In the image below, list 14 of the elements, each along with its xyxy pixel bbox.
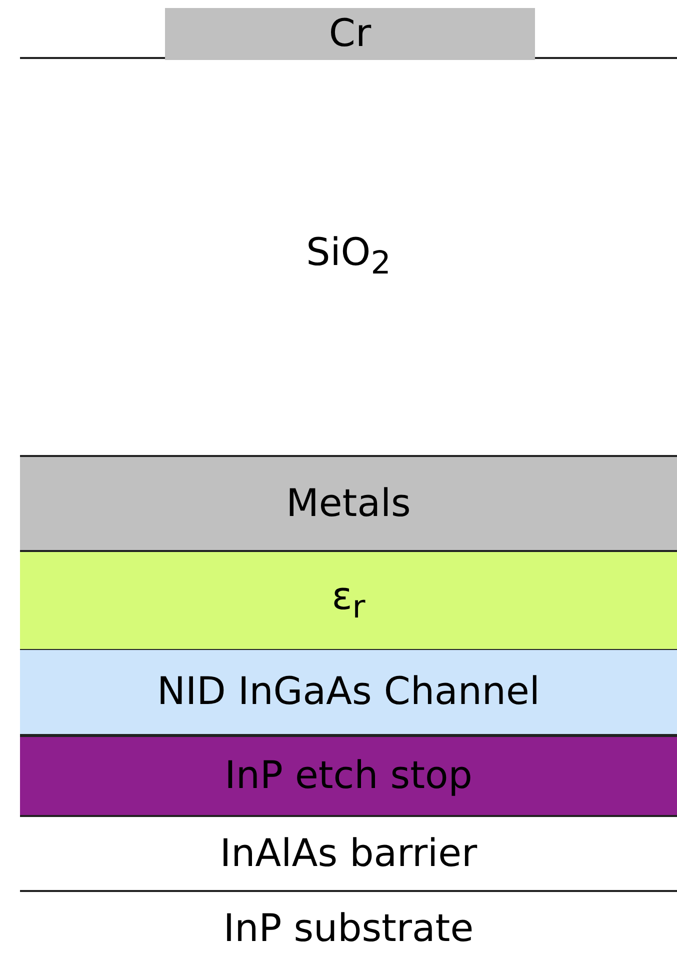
layer-label: InP substrate	[223, 908, 474, 950]
etch-stop-layer	[20, 735, 677, 817]
dielectric-layer	[20, 552, 677, 649]
layer-label: InP etch stop	[224, 755, 472, 797]
layer-label: ε$_{r}$	[332, 576, 366, 626]
channel-layer	[20, 649, 677, 735]
oxide-layer	[20, 57, 677, 457]
metal-layer	[20, 457, 677, 552]
layer-label: NID InGaAs Channel	[157, 671, 540, 713]
layer-label: InAlAs barrier	[220, 832, 478, 874]
layer-label: Metals	[286, 482, 411, 524]
chromium-layer	[165, 8, 535, 60]
layer-label: SiO$_{2}$	[306, 232, 391, 282]
layer-label: Cr	[328, 13, 372, 55]
